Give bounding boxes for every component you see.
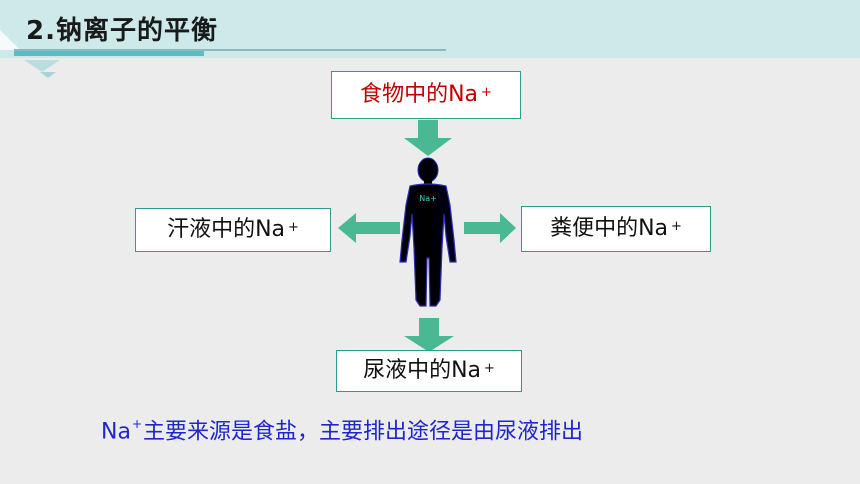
- summary-note: Na+主要来源是食盐，主要排出途径是由尿液排出: [101, 417, 584, 445]
- box-feces-text: 粪便中的Na: [550, 216, 669, 241]
- human-figure: [399, 157, 457, 307]
- arrow-food-to-body: [404, 120, 452, 156]
- page-title: 2.钠离子的平衡: [26, 16, 218, 46]
- box-sweat-text: 汗液中的Na: [167, 217, 286, 242]
- box-feces-na: 粪便中的Na+: [521, 206, 711, 252]
- box-food-na: 食物中的Na+: [331, 71, 521, 119]
- body-na-label: Na+: [419, 194, 437, 203]
- note-text: 主要来源是食盐，主要排出途径是由尿液排出: [143, 419, 584, 445]
- box-sweat-sup: +: [288, 219, 299, 235]
- box-food-text: 食物中的Na: [360, 82, 479, 107]
- arrow-body-to-feces: [464, 213, 516, 243]
- arrow-body-to-urine: [404, 318, 454, 352]
- box-urine-sup: +: [484, 360, 495, 376]
- box-urine-text: 尿液中的Na: [363, 358, 482, 383]
- box-feces-sup: +: [671, 218, 682, 234]
- note-prefix: Na: [101, 419, 131, 445]
- title-underbar: [14, 51, 204, 56]
- title-divider: [14, 49, 446, 51]
- corner-decoration: [0, 30, 60, 78]
- header-band: [0, 0, 860, 58]
- box-food-sup: +: [481, 84, 492, 100]
- arrow-body-to-sweat: [338, 213, 400, 243]
- box-urine-na: 尿液中的Na+: [336, 350, 522, 392]
- box-sweat-na: 汗液中的Na+: [135, 208, 331, 252]
- note-sup: +: [131, 417, 143, 431]
